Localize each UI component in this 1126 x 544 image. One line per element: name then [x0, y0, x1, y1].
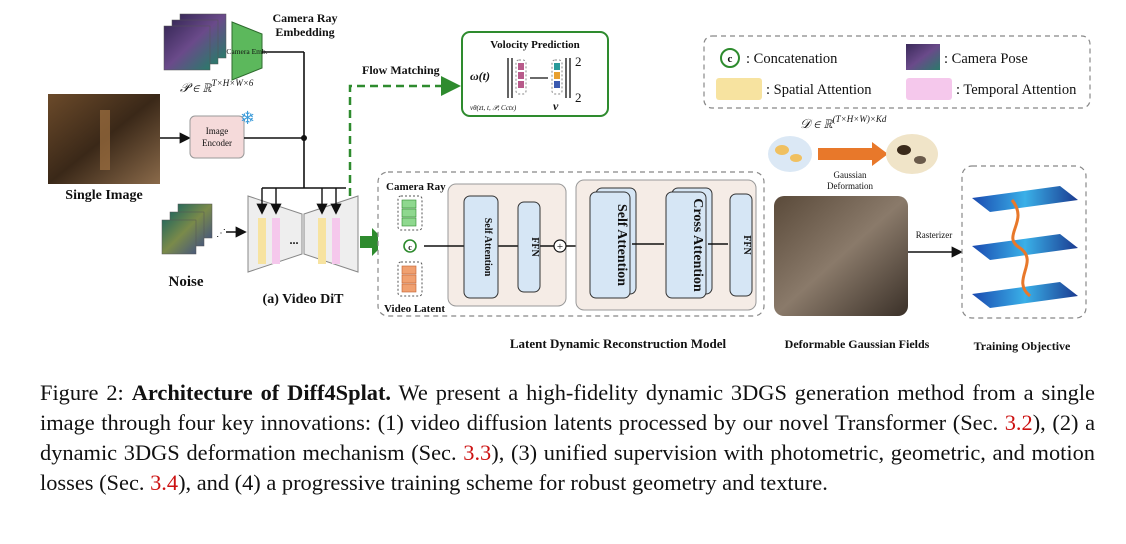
ffn-block: [517, 201, 541, 293]
caption-text: ), (3) unified supervision with photomet…: [40, 440, 1095, 495]
training-heatmaps: [972, 186, 1078, 308]
exp-bottom: 2: [575, 90, 582, 105]
gaussian-deformed-icon: [886, 134, 938, 174]
svg-text:Self Attention: Self Attention: [482, 218, 493, 277]
figure-caption: Figure 2: Architecture of Diff4Splat. We…: [40, 378, 1095, 498]
svg-text:+: +: [557, 241, 563, 253]
velocity-prediction-box: [461, 31, 609, 117]
caption-body: We present a high-fidelity dynamic 3DGS …: [40, 380, 1095, 495]
omega-label: ω(t): [470, 69, 490, 83]
concat-icon: [720, 48, 740, 68]
rasterizer-label: Rasterizer: [916, 230, 952, 240]
camera-pose-stack-icon: [163, 13, 227, 71]
cross-attention-block: [665, 191, 707, 299]
section-ref-link[interactable]: 3.2: [1004, 410, 1033, 435]
camera-emb-label: Camera Emb.: [226, 47, 267, 56]
svg-text:⋰: ⋰: [216, 228, 226, 239]
self-attention-big-block: [589, 191, 631, 299]
camera-ray-label: Camera Ray: [386, 181, 446, 193]
deformable-scene-image: [774, 196, 908, 316]
d-formula: 𝒟 ∈ ℝ(T×H×W)×Kd: [800, 114, 887, 131]
pose-formula: 𝒫 ∈ ℝT×H×W×6: [180, 78, 254, 95]
latent-model-label: Latent Dynamic Reconstruction Model: [510, 336, 727, 351]
v-label: v: [553, 99, 559, 113]
gaussian-source-icon: [768, 136, 812, 172]
noise-label: Noise: [169, 274, 204, 290]
exp-top: 2: [575, 54, 582, 69]
video-latent-label: Video Latent: [384, 303, 445, 315]
caption-text: We present a high-fidelity dynamic 3DGS …: [40, 380, 1095, 435]
self-attention-small-block: [463, 195, 499, 299]
v-theta-label: vθ(zt, t, 𝒫, Cctx): [470, 104, 517, 112]
velocity-title: Volocity Prediction: [490, 39, 580, 51]
temporal-attention-swatch: [906, 78, 952, 100]
section-ref-link[interactable]: 3.4: [150, 470, 179, 495]
single-image-label: Single Image: [65, 188, 142, 203]
svg-text:c: c: [408, 243, 412, 252]
training-objective-label: Training Objective: [974, 339, 1071, 353]
caption-text: ), (2) a dynamic 3DGS deformation mechan…: [40, 410, 1096, 465]
camera-pose-legend-icon: [906, 44, 940, 70]
spatial-attention-swatch: [716, 78, 762, 100]
noise-stack-icon: [161, 203, 213, 255]
deformable-fields-label: Deformable Gaussian Fields: [785, 337, 930, 351]
legend-concatenation: : Concatenation: [746, 51, 838, 67]
caption-text: ), and (4) a progressive training scheme…: [178, 470, 828, 495]
svg-text:FFN: FFN: [529, 237, 540, 257]
legend-spatial-attention: : Spatial Attention: [766, 82, 872, 98]
legend-temporal-attention: : Temporal Attention: [956, 82, 1077, 98]
legend-box: [703, 35, 1091, 109]
svg-text:FFN: FFN: [741, 235, 752, 255]
svg-text:Self Attention: Self Attention: [614, 204, 629, 286]
snowflake-icon: ❄: [240, 108, 255, 129]
section-ref-link[interactable]: 3.3: [463, 440, 492, 465]
svg-text:Cross Attention: Cross Attention: [690, 198, 705, 292]
caption-title: Architecture of Diff4Splat.: [131, 380, 392, 405]
flow-matching-label: Flow Matching: [362, 63, 440, 77]
image-encoder-block: [189, 115, 245, 159]
legend-camera-pose: : Camera Pose: [944, 51, 1028, 67]
svg-text:c: c: [728, 53, 733, 65]
caption-figure-label: Figure 2:: [40, 380, 124, 405]
dit-dots: ...: [290, 233, 299, 247]
video-dit-label: (a) Video DiT: [263, 292, 345, 307]
camera-emb-block: [231, 21, 263, 81]
ffn2-block: [729, 193, 753, 297]
